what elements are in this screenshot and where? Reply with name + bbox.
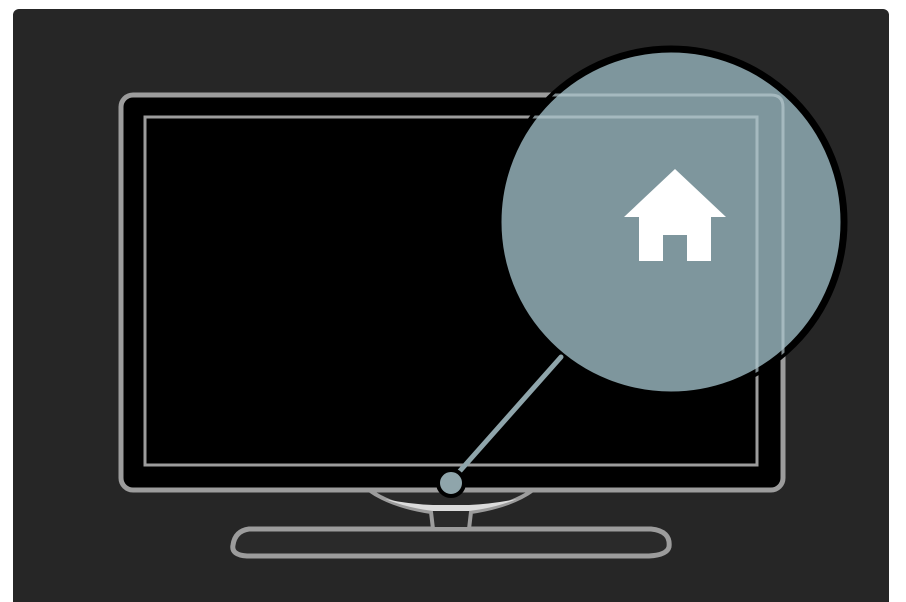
pointer-dot — [438, 470, 464, 496]
tv-stand-base — [233, 529, 669, 556]
illustration-panel — [13, 9, 889, 602]
tv-illustration — [13, 9, 889, 602]
